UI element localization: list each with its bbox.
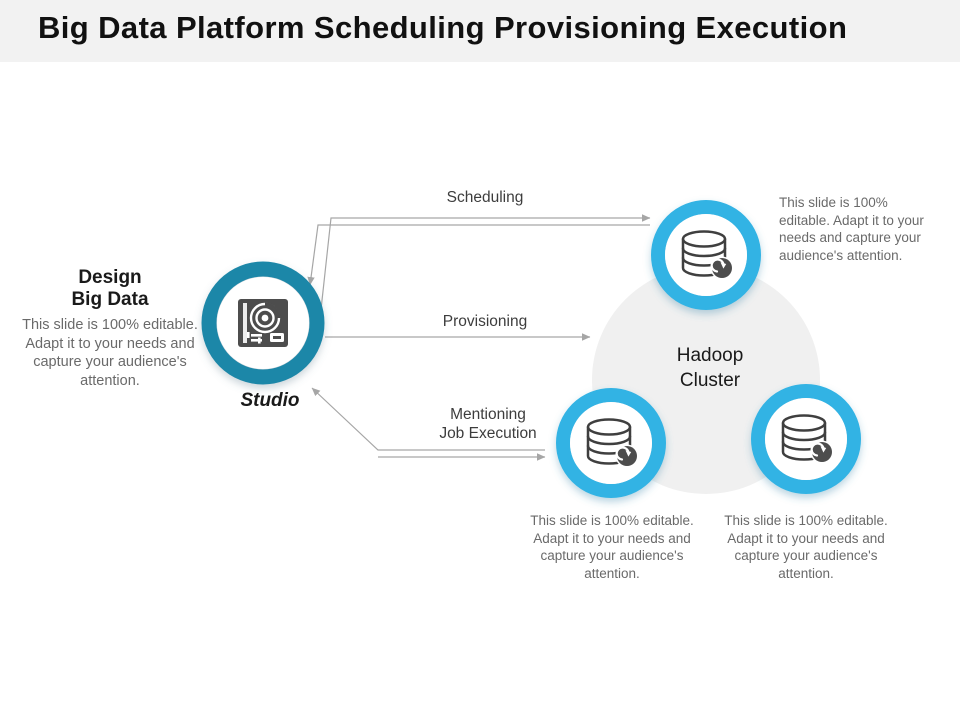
execution-label-line2: Job Execution xyxy=(439,425,537,442)
connector-scheduling-return xyxy=(307,224,650,286)
hadoop-cluster-label: Hadoop Cluster xyxy=(620,343,800,393)
design-body-text: This slide is 100% editable. Adapt it to… xyxy=(22,317,198,389)
node-bottom-right-ring xyxy=(751,384,861,494)
connector-scheduling-forward xyxy=(317,214,651,338)
node-bottom-left-ring xyxy=(556,388,666,498)
database-refresh-icon xyxy=(586,418,639,468)
database-refresh-icon xyxy=(681,230,734,280)
node-bottom-right-caption: This slide is 100% editable. Adapt it to… xyxy=(724,513,888,581)
diagram-canvas: Design Big Data This slide is 100% edita… xyxy=(0,62,960,720)
connector-label-scheduling: Scheduling xyxy=(446,189,524,206)
database-refresh-icon xyxy=(781,414,834,464)
connector-label-job-execution: Mentioning Job Execution xyxy=(390,405,586,443)
disc-player-icon xyxy=(238,299,288,347)
studio-ring xyxy=(201,261,325,385)
node-top-right-ring xyxy=(651,200,761,310)
design-heading-line2: Big Data xyxy=(71,289,149,310)
page-title: Big Data Platform Scheduling Provisionin… xyxy=(38,10,848,45)
design-heading: Design Big Data xyxy=(30,267,190,311)
connector-label-provisioning: Provisioning xyxy=(442,313,528,330)
connector-scheduling xyxy=(307,214,651,338)
diagram-graphic xyxy=(201,200,861,498)
execution-label-line1: Mentioning xyxy=(450,406,526,423)
hadoop-label-line2: Cluster xyxy=(679,370,741,391)
hadoop-label-line1: Hadoop xyxy=(676,345,744,366)
connector-job-execution xyxy=(311,387,546,461)
connector-execution-return xyxy=(311,387,545,451)
header-band xyxy=(0,0,960,62)
design-heading-line1: Design xyxy=(78,267,142,288)
node-top-right-caption: This slide is 100% editable. Adapt it to… xyxy=(779,195,924,263)
studio-node-label: Studio xyxy=(240,390,300,411)
node-bottom-left-caption: This slide is 100% editable. Adapt it to… xyxy=(530,513,694,581)
